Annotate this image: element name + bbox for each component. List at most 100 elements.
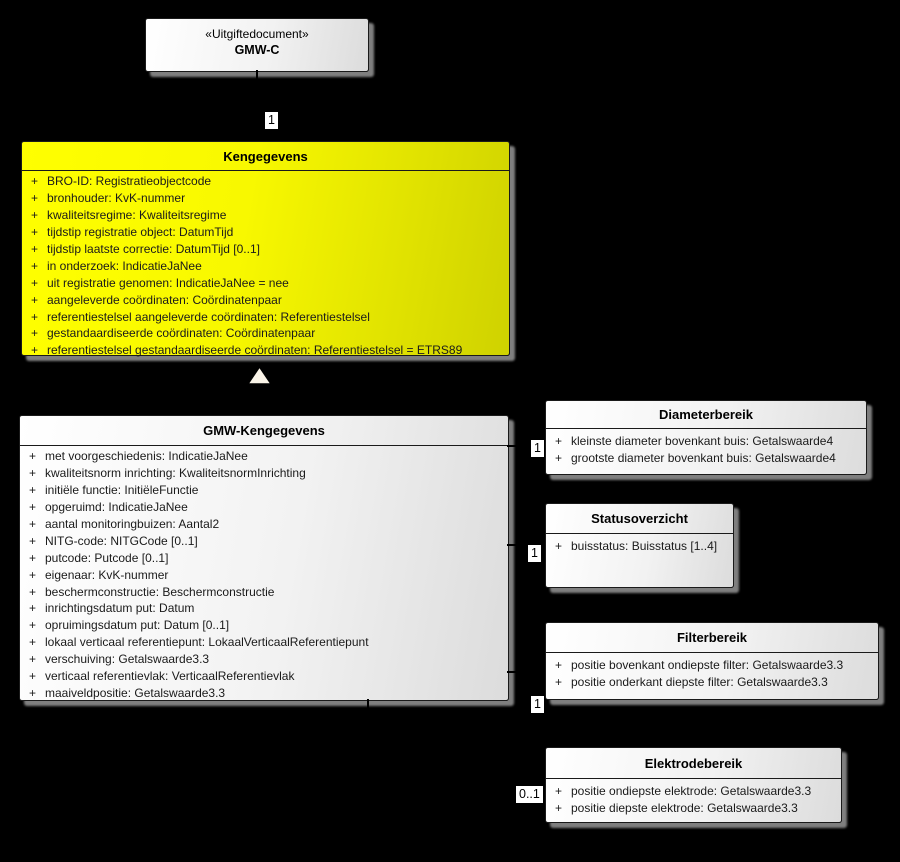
attribute-text: referentiestelsel gestandaardiseerde coö… bbox=[47, 343, 463, 358]
attribute-text: kwaliteitsregime: Kwaliteitsregime bbox=[47, 208, 227, 223]
attribute-row: + kwaliteitsregime: Kwaliteitsregime bbox=[29, 207, 509, 224]
visibility-marker: + bbox=[31, 174, 39, 189]
visibility-marker: + bbox=[555, 784, 563, 799]
attribute-text: verschuiving: Getalswaarde3.3 bbox=[45, 652, 210, 667]
attribute-text: positie diepste elektrode: Getalswaarde3… bbox=[571, 800, 798, 815]
visibility-marker: + bbox=[29, 500, 37, 515]
visibility-marker: + bbox=[555, 674, 563, 689]
attribute-text: lokaal verticaal referentiepunt: LokaalV… bbox=[45, 635, 369, 650]
attribute-text: positie bovenkant ondiepste filter: Geta… bbox=[571, 658, 844, 673]
attribute-text: putcode: Putcode [0..1] bbox=[45, 550, 169, 565]
visibility-marker: + bbox=[31, 225, 39, 240]
attribute-list: + buisstatus: Buisstatus [1..4] bbox=[546, 534, 733, 555]
attribute-text: gestandaardiseerde coördinaten: Coördina… bbox=[47, 326, 316, 341]
attribute-text: opruimingsdatum put: Datum [0..1] bbox=[45, 618, 230, 633]
multiplicity-label-filter: 1 bbox=[531, 696, 544, 713]
attribute-row: + maaiveldpositie: Getalswaarde3.3 bbox=[27, 684, 508, 701]
attribute-text: NITG-code: NITGCode [0..1] bbox=[45, 533, 198, 548]
class-title: Statusoverzicht bbox=[546, 504, 733, 534]
multiplicity-label-diameter: 1 bbox=[531, 440, 544, 457]
attribute-row: + inrichtingsdatum put: Datum bbox=[27, 600, 508, 617]
attribute-row: + opruimingsdatum put: Datum [0..1] bbox=[27, 617, 508, 634]
attribute-row: + opgeruimd: IndicatieJaNee bbox=[27, 499, 508, 516]
visibility-marker: + bbox=[29, 567, 37, 582]
attribute-row: + lokaal verticaal referentiepunt: Lokaa… bbox=[27, 634, 508, 651]
visibility-marker: + bbox=[29, 550, 37, 565]
attribute-text: opgeruimd: IndicatieJaNee bbox=[45, 500, 188, 515]
attribute-row: + positie ondiepste elektrode: Getalswaa… bbox=[553, 783, 841, 800]
visibility-marker: + bbox=[31, 343, 39, 358]
attribute-row: + verticaal referentievlak: VerticaalRef… bbox=[27, 668, 508, 685]
visibility-marker: + bbox=[29, 685, 37, 700]
attribute-row: + grootste diameter bovenkant buis: Geta… bbox=[553, 450, 866, 467]
visibility-marker: + bbox=[29, 635, 37, 650]
multiplicity-label-status: 1 bbox=[528, 545, 541, 562]
multiplicity-label-elektrode: 0..1 bbox=[516, 786, 543, 803]
class-diameterbereik[interactable]: Diameterbereik + kleinste diameter boven… bbox=[545, 400, 867, 475]
attribute-text: bronhouder: KvK-nummer bbox=[47, 191, 186, 206]
attribute-text: grootste diameter bovenkant buis: Getals… bbox=[571, 450, 836, 465]
stereotype-label: «Uitgiftedocument» bbox=[205, 27, 309, 41]
attribute-row: + verschuiving: Getalswaarde3.3 bbox=[27, 651, 508, 668]
attribute-row: + putcode: Putcode [0..1] bbox=[27, 549, 508, 566]
visibility-marker: + bbox=[31, 309, 39, 324]
visibility-marker: + bbox=[29, 652, 37, 667]
attribute-text: tijdstip registratie object: DatumTijd bbox=[47, 225, 234, 240]
visibility-marker: + bbox=[29, 584, 37, 599]
attribute-row: + tijdstip laatste correctie: DatumTijd … bbox=[29, 241, 509, 258]
visibility-marker: + bbox=[555, 800, 563, 815]
attribute-list: + met voorgeschiedenis: IndicatieJaNee +… bbox=[20, 446, 508, 701]
visibility-marker: + bbox=[29, 618, 37, 633]
visibility-marker: + bbox=[31, 208, 39, 223]
class-title: Elektrodebereik bbox=[546, 748, 841, 779]
class-elektrodebereik[interactable]: Elektrodebereik + positie ondiepste elek… bbox=[545, 747, 842, 823]
attribute-row: + buisstatus: Buisstatus [1..4] bbox=[553, 538, 733, 555]
attribute-text: uit registratie genomen: IndicatieJaNee … bbox=[47, 275, 289, 290]
attribute-row: + bronhouder: KvK-nummer bbox=[29, 190, 509, 207]
object-box-gmw-c[interactable]: «Uitgiftedocument» GMW-C bbox=[145, 18, 369, 72]
attribute-row: + NITG-code: NITGCode [0..1] bbox=[27, 532, 508, 549]
visibility-marker: + bbox=[29, 533, 37, 548]
attribute-row: + eigenaar: KvK-nummer bbox=[27, 566, 508, 583]
visibility-marker: + bbox=[31, 326, 39, 341]
attribute-text: kleinste diameter bovenkant buis: Getals… bbox=[571, 434, 834, 449]
class-title: GMW-Kengegevens bbox=[20, 416, 508, 446]
visibility-marker: + bbox=[555, 539, 563, 554]
connector-stub-elektrode bbox=[367, 699, 369, 710]
attribute-row: + positie diepste elektrode: Getalswaard… bbox=[553, 800, 841, 817]
connector-stub-filter bbox=[507, 671, 518, 673]
class-kengegevens[interactable]: Kengegevens + BRO-ID: Registratieobjectc… bbox=[21, 141, 510, 358]
attribute-text: inrichtingsdatum put: Datum bbox=[45, 601, 195, 616]
attribute-row: + kwaliteitsnorm inrichting: Kwaliteitsn… bbox=[27, 465, 508, 482]
attribute-row: + met voorgeschiedenis: IndicatieJaNee bbox=[27, 448, 508, 465]
attribute-text: verticaal referentievlak: VerticaalRefer… bbox=[45, 669, 295, 684]
attribute-list: + positie bovenkant ondiepste filter: Ge… bbox=[546, 653, 878, 690]
attribute-row: + BRO-ID: Registratieobjectcode bbox=[29, 173, 509, 190]
attribute-text: positie onderkant diepste filter: Getals… bbox=[571, 674, 828, 689]
attribute-text: tijdstip laatste correctie: DatumTijd [0… bbox=[47, 242, 260, 256]
visibility-marker: + bbox=[29, 601, 37, 616]
attribute-row: + referentiestelsel aangeleverde coördin… bbox=[29, 308, 509, 325]
attribute-row: + gestandaardiseerde coördinaten: Coördi… bbox=[29, 325, 509, 342]
class-title: Filterbereik bbox=[546, 623, 878, 653]
class-title: Kengegevens bbox=[22, 142, 509, 171]
generalization-arrow-icon bbox=[247, 366, 272, 385]
class-statusoverzicht[interactable]: Statusoverzicht + buisstatus: Buisstatus… bbox=[545, 503, 734, 588]
class-gmw-kengegevens[interactable]: GMW-Kengegevens + met voorgeschiedenis: … bbox=[19, 415, 509, 701]
visibility-marker: + bbox=[29, 483, 37, 498]
connector-stub-status bbox=[507, 544, 518, 546]
attribute-text: BRO-ID: Registratieobjectcode bbox=[47, 174, 212, 189]
attribute-row: + initiële functie: InitiëleFunctie bbox=[27, 482, 508, 499]
attribute-row: + beschermconstructie: Beschermconstruct… bbox=[27, 583, 508, 600]
visibility-marker: + bbox=[555, 450, 563, 465]
visibility-marker: + bbox=[555, 658, 563, 673]
attribute-row: + positie onderkant diepste filter: Geta… bbox=[553, 674, 878, 691]
visibility-marker: + bbox=[29, 669, 37, 684]
connector-stub-top bbox=[256, 70, 258, 80]
attribute-text: aantal monitoringbuizen: Aantal2 bbox=[45, 517, 220, 531]
class-filterbereik[interactable]: Filterbereik + positie bovenkant ondieps… bbox=[545, 622, 879, 700]
visibility-marker: + bbox=[31, 242, 39, 256]
visibility-marker: + bbox=[555, 434, 563, 449]
visibility-marker: + bbox=[31, 292, 39, 307]
